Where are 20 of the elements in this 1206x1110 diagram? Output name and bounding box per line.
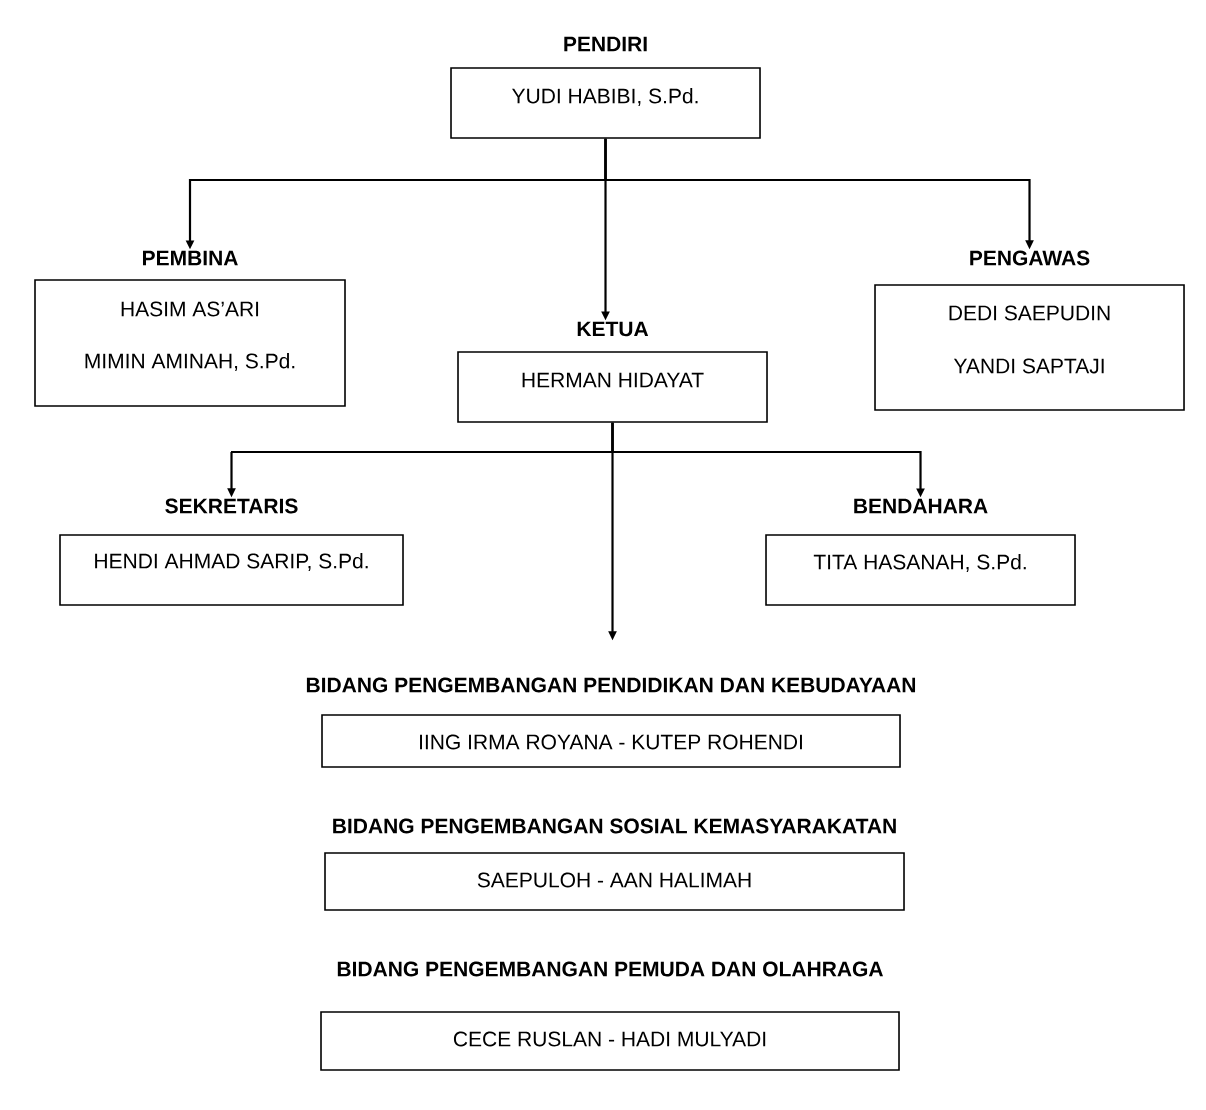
person-name: TITA HASANAH, S.Pd. <box>813 554 1026 572</box>
role-heading: BIDANG PENGEMBANGAN PEMUDA DAN OLAHRAGA <box>337 961 883 977</box>
person-name: HASIM AS’ARI <box>121 301 259 317</box>
person-name: SAEPULOH - AAN HALIMAH <box>477 872 751 888</box>
role-heading: PENDIRI <box>564 36 647 52</box>
role-heading: PENGAWAS <box>970 250 1090 266</box>
person-name: CECE RUSLAN - HADI MULYADI <box>453 1031 766 1047</box>
person-name: HENDI AHMAD SARIP, S.Pd. <box>95 553 368 571</box>
person-name: YANDI SAPTAJI <box>953 358 1104 374</box>
role-heading: PEMBINA <box>143 250 238 266</box>
person-name: DEDI SAEPUDIN <box>949 305 1110 321</box>
role-heading: BIDANG PENGEMBANGAN SOSIAL KEMASYARAKATAN <box>333 818 896 834</box>
person-name: YUDI HABIBI, S.Pd. <box>512 88 698 106</box>
role-heading: KETUA <box>577 321 649 337</box>
person-name: HERMAN HIDAYAT <box>522 372 704 388</box>
person-name: MIMIN AMINAH, S.Pd. <box>85 353 295 371</box>
role-heading: BIDANG PENGEMBANGAN PENDIDIKAN DAN KEBUDAYAAN <box>306 677 916 693</box>
role-heading: SEKRETARIS <box>165 498 298 514</box>
person-name: IING IRMA ROYANA - KUTEP ROHENDI <box>420 734 802 750</box>
role-heading: BENDAHARA <box>854 498 988 514</box>
